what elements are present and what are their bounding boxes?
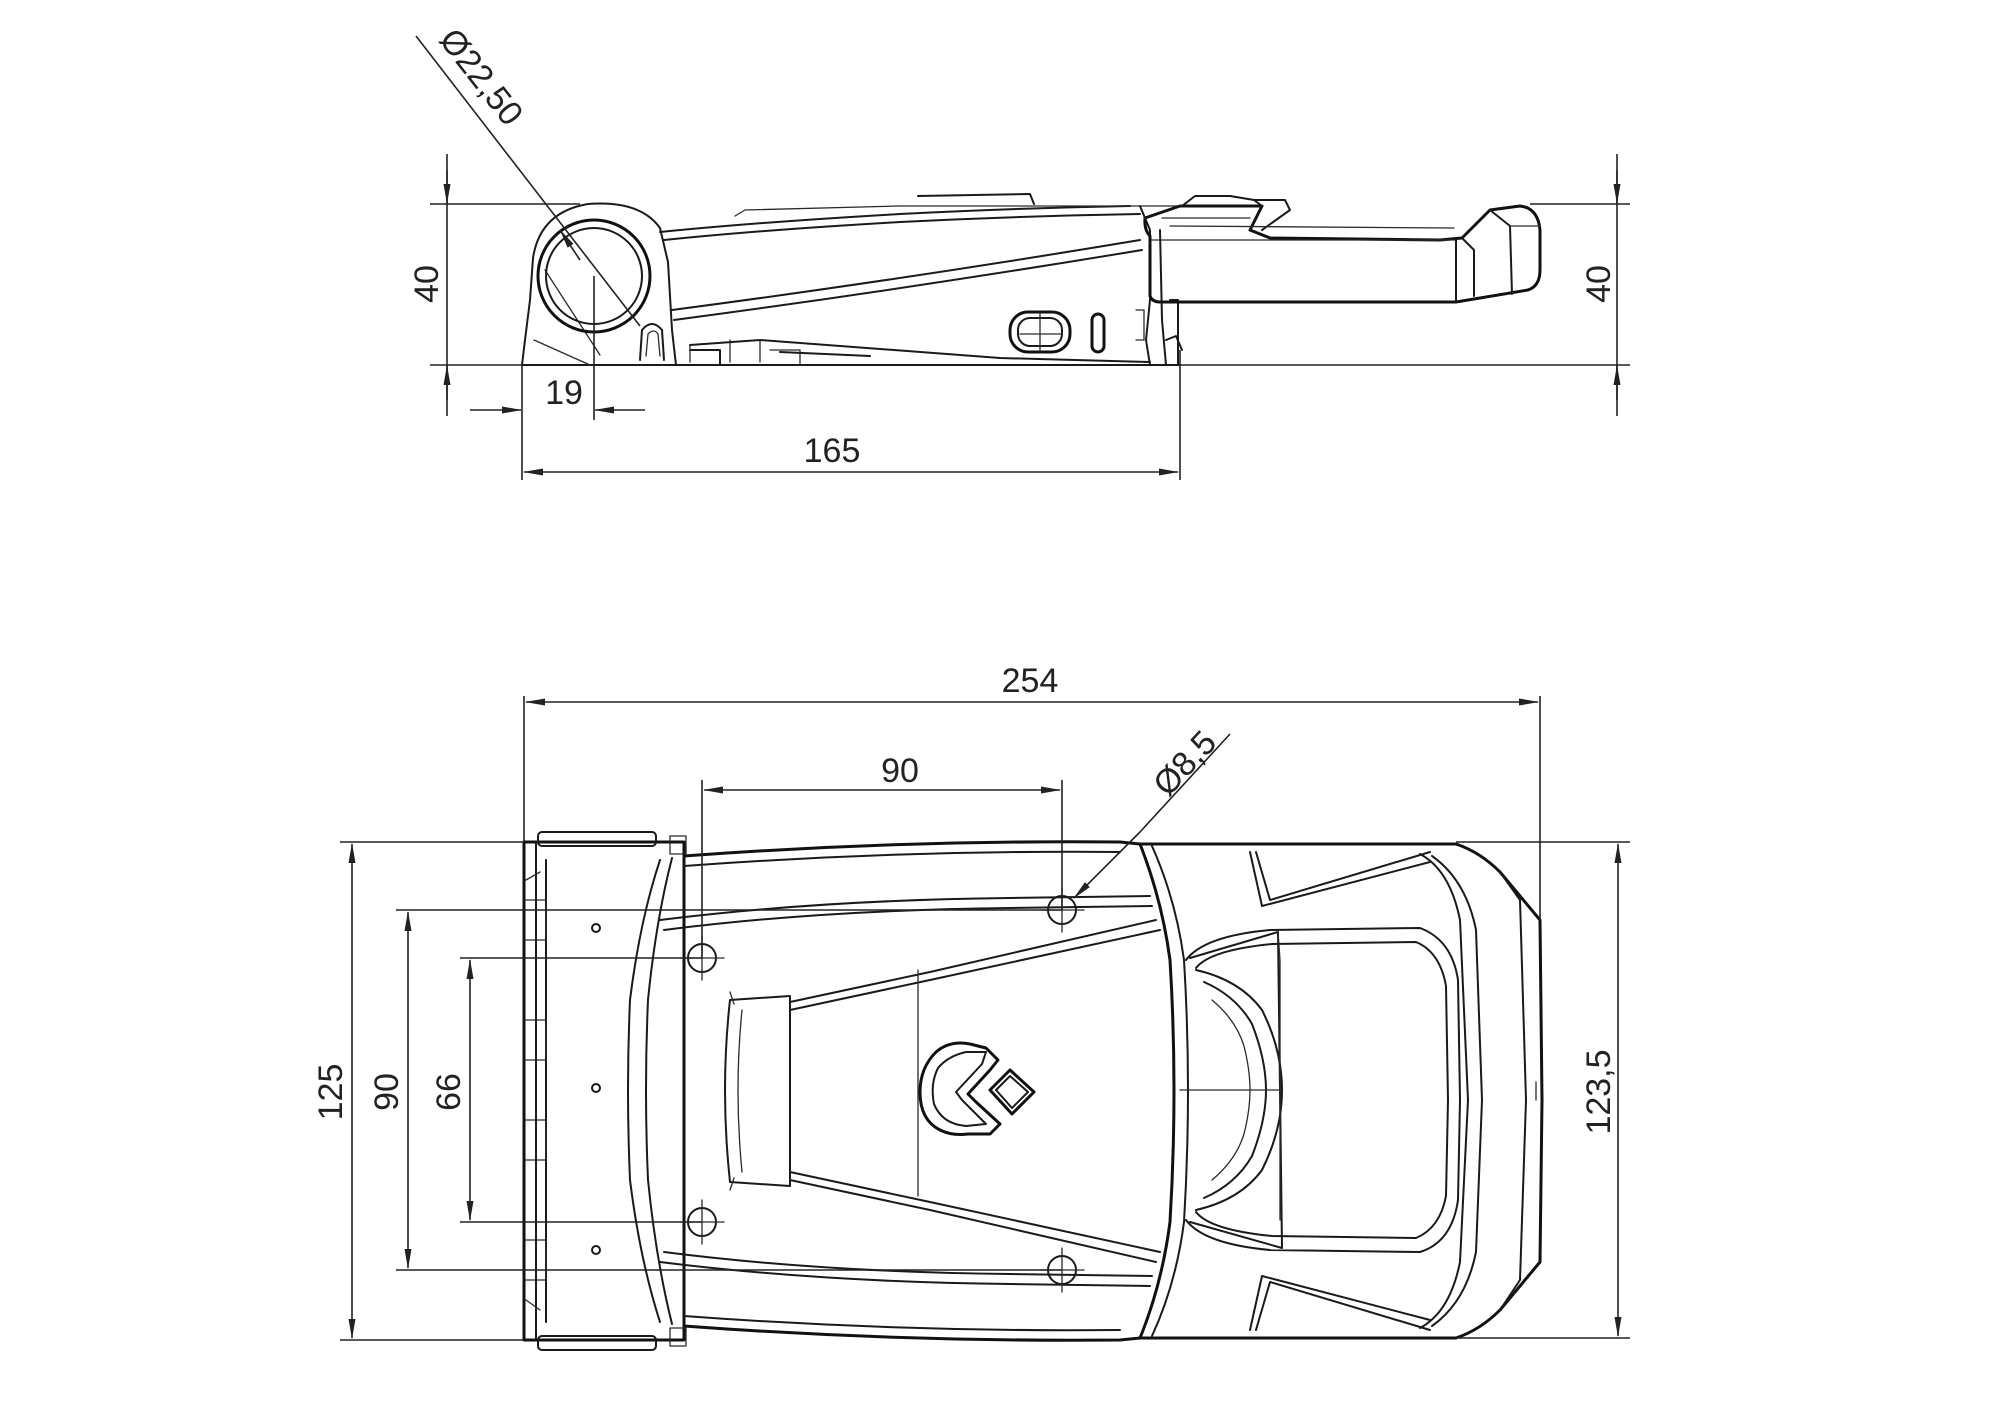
dim-base-length: 165	[523, 350, 1181, 480]
top-view-handle	[1138, 842, 1544, 1340]
side-view-handle	[1143, 195, 1542, 304]
dim-height-right-text: 40	[1580, 265, 1618, 303]
dim-height-left-text: 40	[408, 265, 446, 303]
dim-height-right: 40	[1180, 154, 1630, 416]
dim-overall-length: 254	[523, 662, 1541, 920]
dim-inner-hole-spacing: 66	[430, 957, 702, 1223]
dim-hole-diameter: Ø8,5	[1073, 724, 1231, 899]
dim-handle-width-text: 123,5	[1580, 1049, 1618, 1134]
dim-outer-hole-spacing-text: 90	[368, 1073, 406, 1111]
dim-outer-hole-spacing: 90	[368, 909, 1062, 1271]
dim-handle-width: 123,5	[1456, 841, 1630, 1339]
side-view-body	[521, 193, 1183, 366]
dim-hole-spacing-x-text: 90	[881, 752, 919, 790]
dim-pin-diameter: Ø22,50	[415, 22, 641, 327]
dim-hole-diameter-text: Ø8,5	[1146, 724, 1224, 804]
dim-height-left: 40	[408, 154, 580, 416]
dim-base-length-text: 165	[804, 432, 861, 470]
side-view: Ø22,50 40 40 19	[408, 22, 1630, 480]
dim-hole-spacing-x: 90	[701, 752, 1063, 958]
dim-pin-offset-text: 19	[545, 374, 583, 412]
dim-overall-width: 125	[312, 841, 524, 1341]
dim-inner-hole-spacing-text: 66	[430, 1073, 468, 1111]
brand-logo-icon	[918, 1041, 1036, 1136]
top-view: 254 90 Ø8,5 125 90	[312, 662, 1630, 1351]
dim-overall-width-text: 125	[312, 1064, 350, 1121]
dim-pin-diameter-text: Ø22,50	[432, 22, 531, 133]
dim-pin-offset: 19	[470, 276, 645, 480]
dim-overall-length-text: 254	[1002, 662, 1059, 700]
